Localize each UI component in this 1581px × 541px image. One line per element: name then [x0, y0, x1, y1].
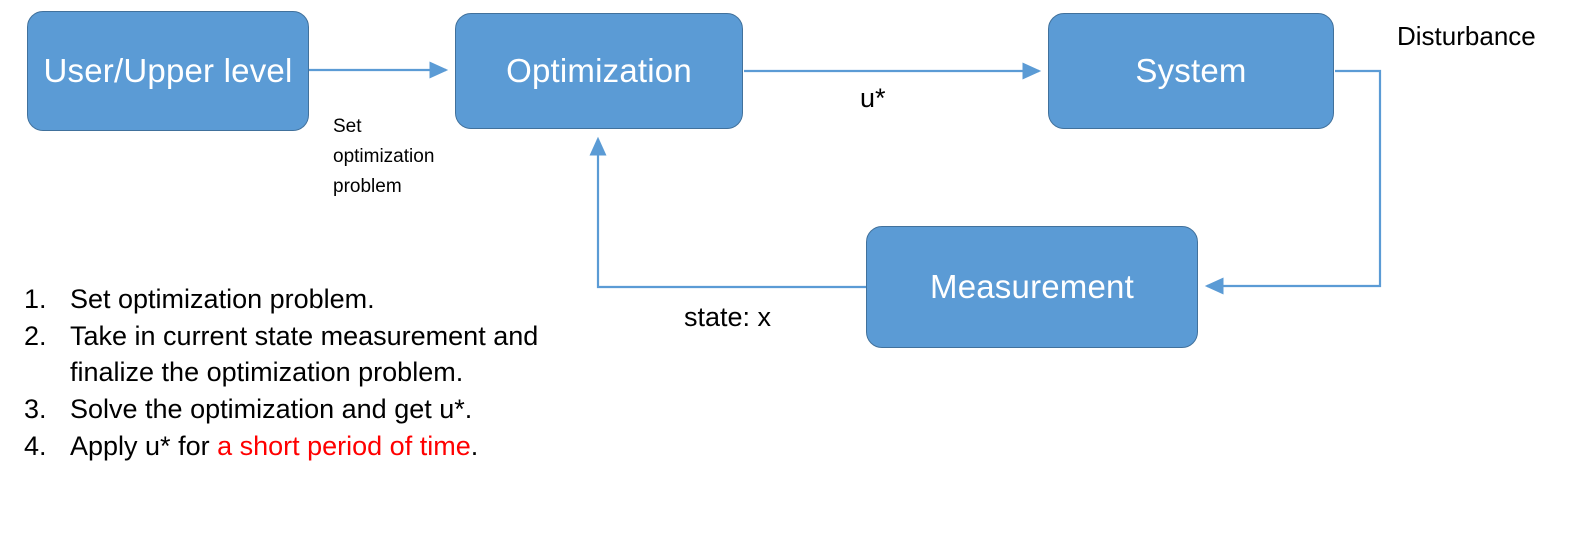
- list-item: 2. Take in current state measurement and…: [24, 318, 584, 390]
- list-item-number: 3.: [24, 394, 47, 424]
- node-user-upper-level[interactable]: User/Upper level: [27, 11, 309, 131]
- node-measurement-label: Measurement: [930, 267, 1134, 305]
- list-item-text-highlight: a short period of time: [217, 431, 471, 461]
- edge-label-set-optimization-problem: Set optimization problem: [333, 116, 435, 198]
- list-item: 3. Solve the optimization and get u*.: [24, 391, 584, 427]
- node-optimization-label: Optimization: [506, 51, 692, 89]
- list-item-text-tail: .: [470, 431, 479, 461]
- edge-label-control-signal: u*: [860, 83, 886, 113]
- list-item-number: 1.: [24, 284, 47, 314]
- edge-label-state: state: x: [684, 302, 772, 332]
- node-user-upper-level-label: User/Upper level: [43, 51, 293, 89]
- list-item-text: Solve the optimization and get u*.: [70, 394, 473, 424]
- edge-label-disturbance: Disturbance: [1397, 21, 1536, 51]
- list-item: 1. Set optimization problem.: [24, 281, 584, 317]
- list-item-text: Set optimization problem.: [70, 284, 375, 314]
- list-item-number: 2.: [24, 321, 47, 351]
- node-system-label: System: [1135, 51, 1247, 89]
- node-system[interactable]: System: [1048, 13, 1334, 129]
- list-item-text-plain: Apply u* for: [70, 431, 218, 461]
- list-item-text: Take in current state measurement and fi…: [70, 321, 539, 387]
- connector-measurement-to-optimization: [589, 136, 866, 289]
- list-item-number: 4.: [24, 431, 47, 461]
- node-measurement[interactable]: Measurement: [866, 226, 1198, 348]
- procedure-list: 1. Set optimization problem. 2. Take in …: [24, 281, 584, 465]
- list-item-text: Apply u* for a short period of time.: [70, 428, 584, 464]
- node-optimization[interactable]: Optimization: [455, 13, 743, 129]
- list-item: 4. Apply u* for a short period of time.: [24, 428, 584, 464]
